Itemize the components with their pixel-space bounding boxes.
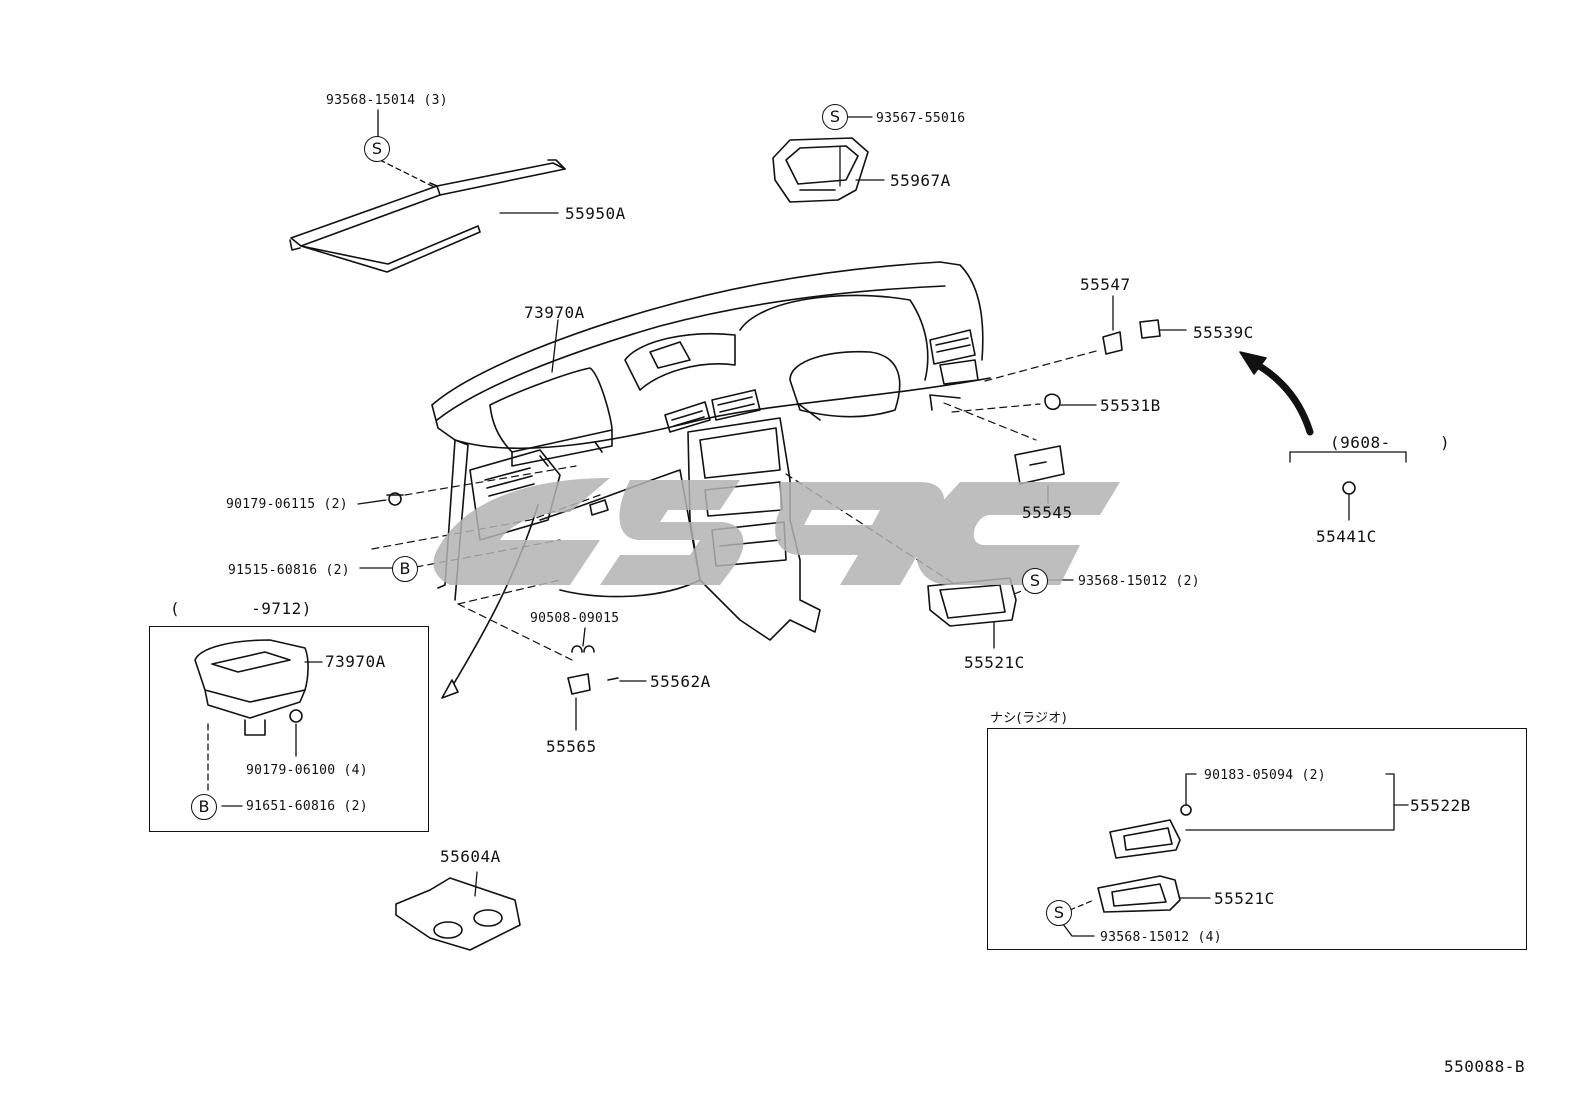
inset-arrow <box>449 504 539 691</box>
label-90179-06115: 90179-06115 (2) <box>226 497 348 512</box>
center-box-shape <box>927 577 1017 627</box>
label-55547: 55547 <box>1080 275 1131 294</box>
label-91515-60816: 91515-60816 (2) <box>228 563 350 578</box>
label-93567-55016: 93567-55016 <box>876 111 966 126</box>
label-91651-60816: 91651-60816 (2) <box>246 799 368 814</box>
label-90508-09015: 90508-09015 <box>530 611 620 626</box>
label-55604A: 55604A <box>440 847 501 866</box>
label-no-radio: ナシ(ラジオ) <box>990 711 1067 726</box>
dash-body-shape <box>431 261 991 641</box>
label-73970A: 73970A <box>524 303 585 322</box>
label-55531B: 55531B <box>1100 396 1161 415</box>
label-55539C: 55539C <box>1193 323 1254 342</box>
label-radio-55521C: 55521C <box>1214 889 1275 908</box>
bolt-symbol-left: B <box>392 556 418 582</box>
label-center-55521C: 55521C <box>964 653 1025 672</box>
leader-lines <box>207 109 1409 937</box>
radio-parts-shape <box>1097 804 1192 913</box>
label-55522B: 55522B <box>1410 796 1471 815</box>
label-inset-73970A: 73970A <box>325 652 386 671</box>
label-55967A: 55967A <box>890 171 951 190</box>
early-version-inset-box <box>149 626 429 832</box>
label-90183-05094: 90183-05094 (2) <box>1204 768 1326 783</box>
label-93568-15012-4: 93568-15012 (4) <box>1100 930 1222 945</box>
screw-symbol-top: S <box>822 104 848 130</box>
label-55565: 55565 <box>546 737 597 756</box>
label-93568-15014: 93568-15014 (3) <box>326 93 448 108</box>
label-version-9712: ( -9712) <box>170 599 312 618</box>
screw-symbol-center-box: S <box>1022 568 1048 594</box>
no-radio-inset-box <box>987 728 1527 950</box>
variant-arrow <box>1252 360 1314 436</box>
watermark-graphic <box>433 478 1120 585</box>
pocket-shape <box>1014 445 1065 485</box>
top-tray-shape <box>772 137 869 203</box>
screw-symbol-top-left: S <box>364 136 390 162</box>
label-55562A: 55562A <box>650 672 711 691</box>
switch-shapes <box>1044 319 1161 411</box>
label-55950A: 55950A <box>565 204 626 223</box>
cup-holder-shape <box>395 877 521 951</box>
label-55545: 55545 <box>1022 503 1073 522</box>
cover-panel-shape <box>289 159 566 273</box>
label-55441C: 55441C <box>1316 527 1377 546</box>
label-version-9608-close: ) <box>1440 433 1451 452</box>
diagram-code: 550088-B <box>1444 1057 1526 1076</box>
label-version-9608: (9608- <box>1330 433 1391 452</box>
inset-pad-shape <box>194 639 309 736</box>
bolt-symbol-inset: B <box>191 794 217 820</box>
label-93568-15012-2: 93568-15012 (2) <box>1078 574 1200 589</box>
label-90179-06100: 90179-06100 (4) <box>246 763 368 778</box>
screw-symbol-radio: S <box>1046 900 1072 926</box>
